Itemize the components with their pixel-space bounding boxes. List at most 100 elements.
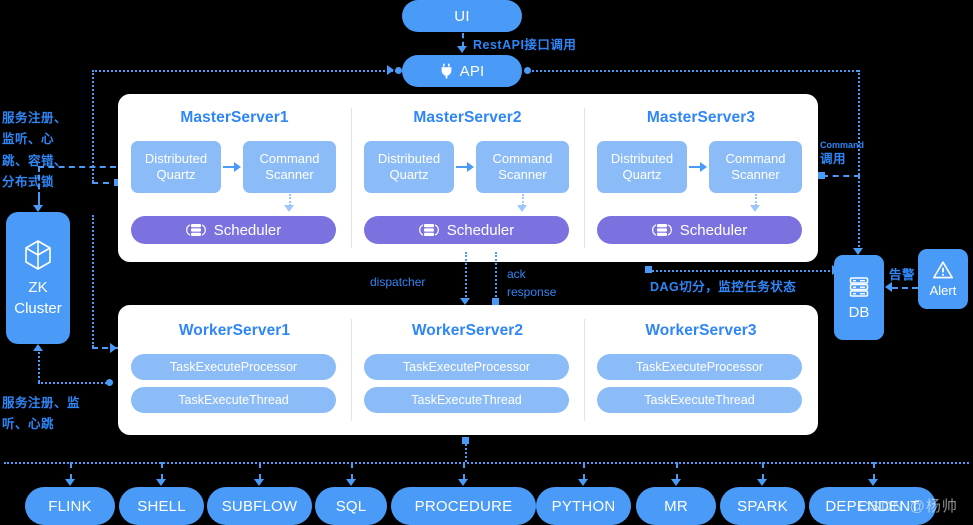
left-bus-endpoint: [114, 179, 121, 186]
worker-2-task-execute-processor[interactable]: TaskExecuteProcessor: [364, 354, 569, 380]
ack-response-line: [495, 252, 497, 300]
task-drop-line-2: [259, 462, 261, 480]
worker-server-3: WorkerServer3 TaskExecuteProcessor TaskE…: [584, 305, 818, 435]
task-drop-line-3: [351, 462, 353, 480]
master-3-command-scanner[interactable]: Command Scanner: [709, 141, 802, 193]
master-3-quartz-to-scanner-line: [689, 166, 700, 168]
task-type-subflow[interactable]: SUBFLOW: [207, 487, 312, 525]
master-2-scheduler-label: Scheduler: [446, 221, 515, 239]
task-type-mr[interactable]: MR: [636, 487, 716, 525]
zk-bottom-line-h: [38, 382, 110, 384]
master-2-scanner-to-scheduler-arrow: [517, 205, 527, 212]
ui-node[interactable]: UI: [402, 0, 522, 32]
api-left-bus-arrow: [387, 65, 394, 75]
task-drop-arrow-8: [868, 479, 878, 486]
task-drop-arrow-0: [65, 479, 75, 486]
task-type-spark[interactable]: SPARK: [720, 487, 805, 525]
task-drop-line-4: [463, 462, 465, 480]
command-cn-label: 调用: [820, 152, 847, 166]
master-server-3: MasterServer3 Distributed Quartz Command…: [584, 94, 818, 262]
zk-right-bus: [92, 215, 94, 347]
worker-1-processor-label: TaskExecuteProcessor: [169, 360, 298, 374]
task-type-shell[interactable]: SHELL: [119, 487, 204, 525]
zk-right-bus-into-worker: [92, 347, 118, 349]
worker-2-thread-label: TaskExecuteThread: [411, 393, 522, 407]
master-1-scanner-label: Command Scanner: [259, 150, 320, 182]
worker-1-task-execute-thread[interactable]: TaskExecuteThread: [131, 387, 336, 413]
zk-bottom-line: [38, 348, 40, 382]
master-2-scheduler[interactable]: Scheduler: [364, 216, 569, 244]
task-type-procedure-label: PROCEDURE: [414, 497, 513, 515]
master-3-scheduler[interactable]: Scheduler: [597, 216, 802, 244]
master-1-command-scanner[interactable]: Command Scanner: [243, 141, 336, 193]
master-2-distributed-quartz[interactable]: Distributed Quartz: [364, 141, 454, 193]
master-1-distributed-quartz[interactable]: Distributed Quartz: [131, 141, 221, 193]
api-left-dot: [395, 67, 402, 74]
task-drop-arrow-4: [458, 479, 468, 486]
ui-to-api-line: [462, 33, 464, 47]
server-stack-icon: [418, 223, 439, 237]
ui-node-label: UI: [454, 7, 470, 25]
alert-to-db-line: [892, 287, 918, 289]
task-type-python[interactable]: PYTHON: [536, 487, 631, 525]
task-drop-arrow-3: [346, 479, 356, 486]
worker-server-3-title: WorkerServer3: [645, 322, 757, 339]
master-server-2: MasterServer2 Distributed Quartz Command…: [351, 94, 584, 262]
zk-cluster-label-line1: ZK: [28, 279, 48, 296]
zk-bottom-arrow-up: [33, 344, 43, 351]
zk-upper-label-line: [38, 166, 40, 198]
master-panel-divider-2: [584, 108, 585, 248]
alert-to-db-arrow: [885, 282, 892, 292]
task-type-flink[interactable]: FLINK: [25, 487, 115, 525]
master-2-quartz-label: Distributed Quartz: [377, 150, 441, 182]
zk-upper-label-line-h: [38, 166, 116, 168]
worker-1-task-execute-processor[interactable]: TaskExecuteProcessor: [131, 354, 336, 380]
plug-icon: [440, 63, 453, 79]
task-drop-arrow-5: [578, 479, 588, 486]
dispatcher-arrow: [460, 298, 470, 305]
task-drop-arrow-1: [156, 479, 166, 486]
task-drop-line-6: [676, 462, 678, 480]
master-2-command-scanner[interactable]: Command Scanner: [476, 141, 569, 193]
alert-node[interactable]: Alert: [918, 249, 968, 309]
command-en-label: Command: [820, 140, 865, 150]
master-server-1: MasterServer1 Distributed Quartz Command…: [118, 94, 351, 262]
ack-label: ack: [507, 267, 526, 281]
zk-registry-label-bottom: 服务注册、监听、心跳: [2, 396, 81, 432]
server-stack-icon: [651, 223, 672, 237]
master-3-quartz-label: Distributed Quartz: [610, 150, 674, 182]
restapi-call-label: RestAPI接口调用: [473, 38, 577, 52]
alert-edge-label: 告警: [889, 268, 916, 282]
api-to-left-bus: [92, 70, 397, 72]
zk-bottom-endpoint-dot: [106, 379, 113, 386]
master-1-quartz-to-scanner-line: [223, 166, 234, 168]
dispatcher-label: dispatcher: [370, 275, 426, 289]
master-1-quartz-to-scanner-arrow: [234, 162, 241, 172]
worker-2-task-execute-thread[interactable]: TaskExecuteThread: [364, 387, 569, 413]
api-node[interactable]: API: [402, 55, 522, 87]
worker-server-2: WorkerServer2 TaskExecuteProcessor TaskE…: [351, 305, 584, 435]
zk-top-arrow: [33, 205, 43, 212]
worker-server-1-title: WorkerServer1: [178, 322, 291, 339]
db-node[interactable]: DB: [834, 255, 884, 340]
api-right-dot: [524, 67, 531, 74]
master-3-scheduler-label: Scheduler: [679, 221, 748, 239]
ack-response-endpoint: [492, 298, 499, 305]
right-bus-db-arrow: [853, 248, 863, 255]
master-1-scanner-to-scheduler-arrow: [284, 205, 294, 212]
master-2-scanner-to-scheduler-line: [522, 194, 524, 206]
task-type-spark-label: SPARK: [737, 497, 788, 515]
zk-cluster-node[interactable]: ZK Cluster: [6, 212, 70, 344]
master-3-distributed-quartz[interactable]: Distributed Quartz: [597, 141, 687, 193]
task-drop-line-0: [70, 462, 72, 480]
task-type-dependent[interactable]: DEPENDENT: [809, 487, 936, 525]
master-1-scheduler[interactable]: Scheduler: [131, 216, 336, 244]
alert-node-label: Alert: [929, 283, 957, 298]
task-type-procedure[interactable]: PROCEDURE: [391, 487, 536, 525]
worker-3-task-execute-thread[interactable]: TaskExecuteThread: [597, 387, 802, 413]
task-drop-arrow-2: [254, 479, 264, 486]
task-type-sql[interactable]: SQL: [315, 487, 387, 525]
zk-registry-label-top: 服务注册、监听、心跳、容错、分布式锁: [2, 111, 68, 189]
worker-3-task-execute-processor[interactable]: TaskExecuteProcessor: [597, 354, 802, 380]
